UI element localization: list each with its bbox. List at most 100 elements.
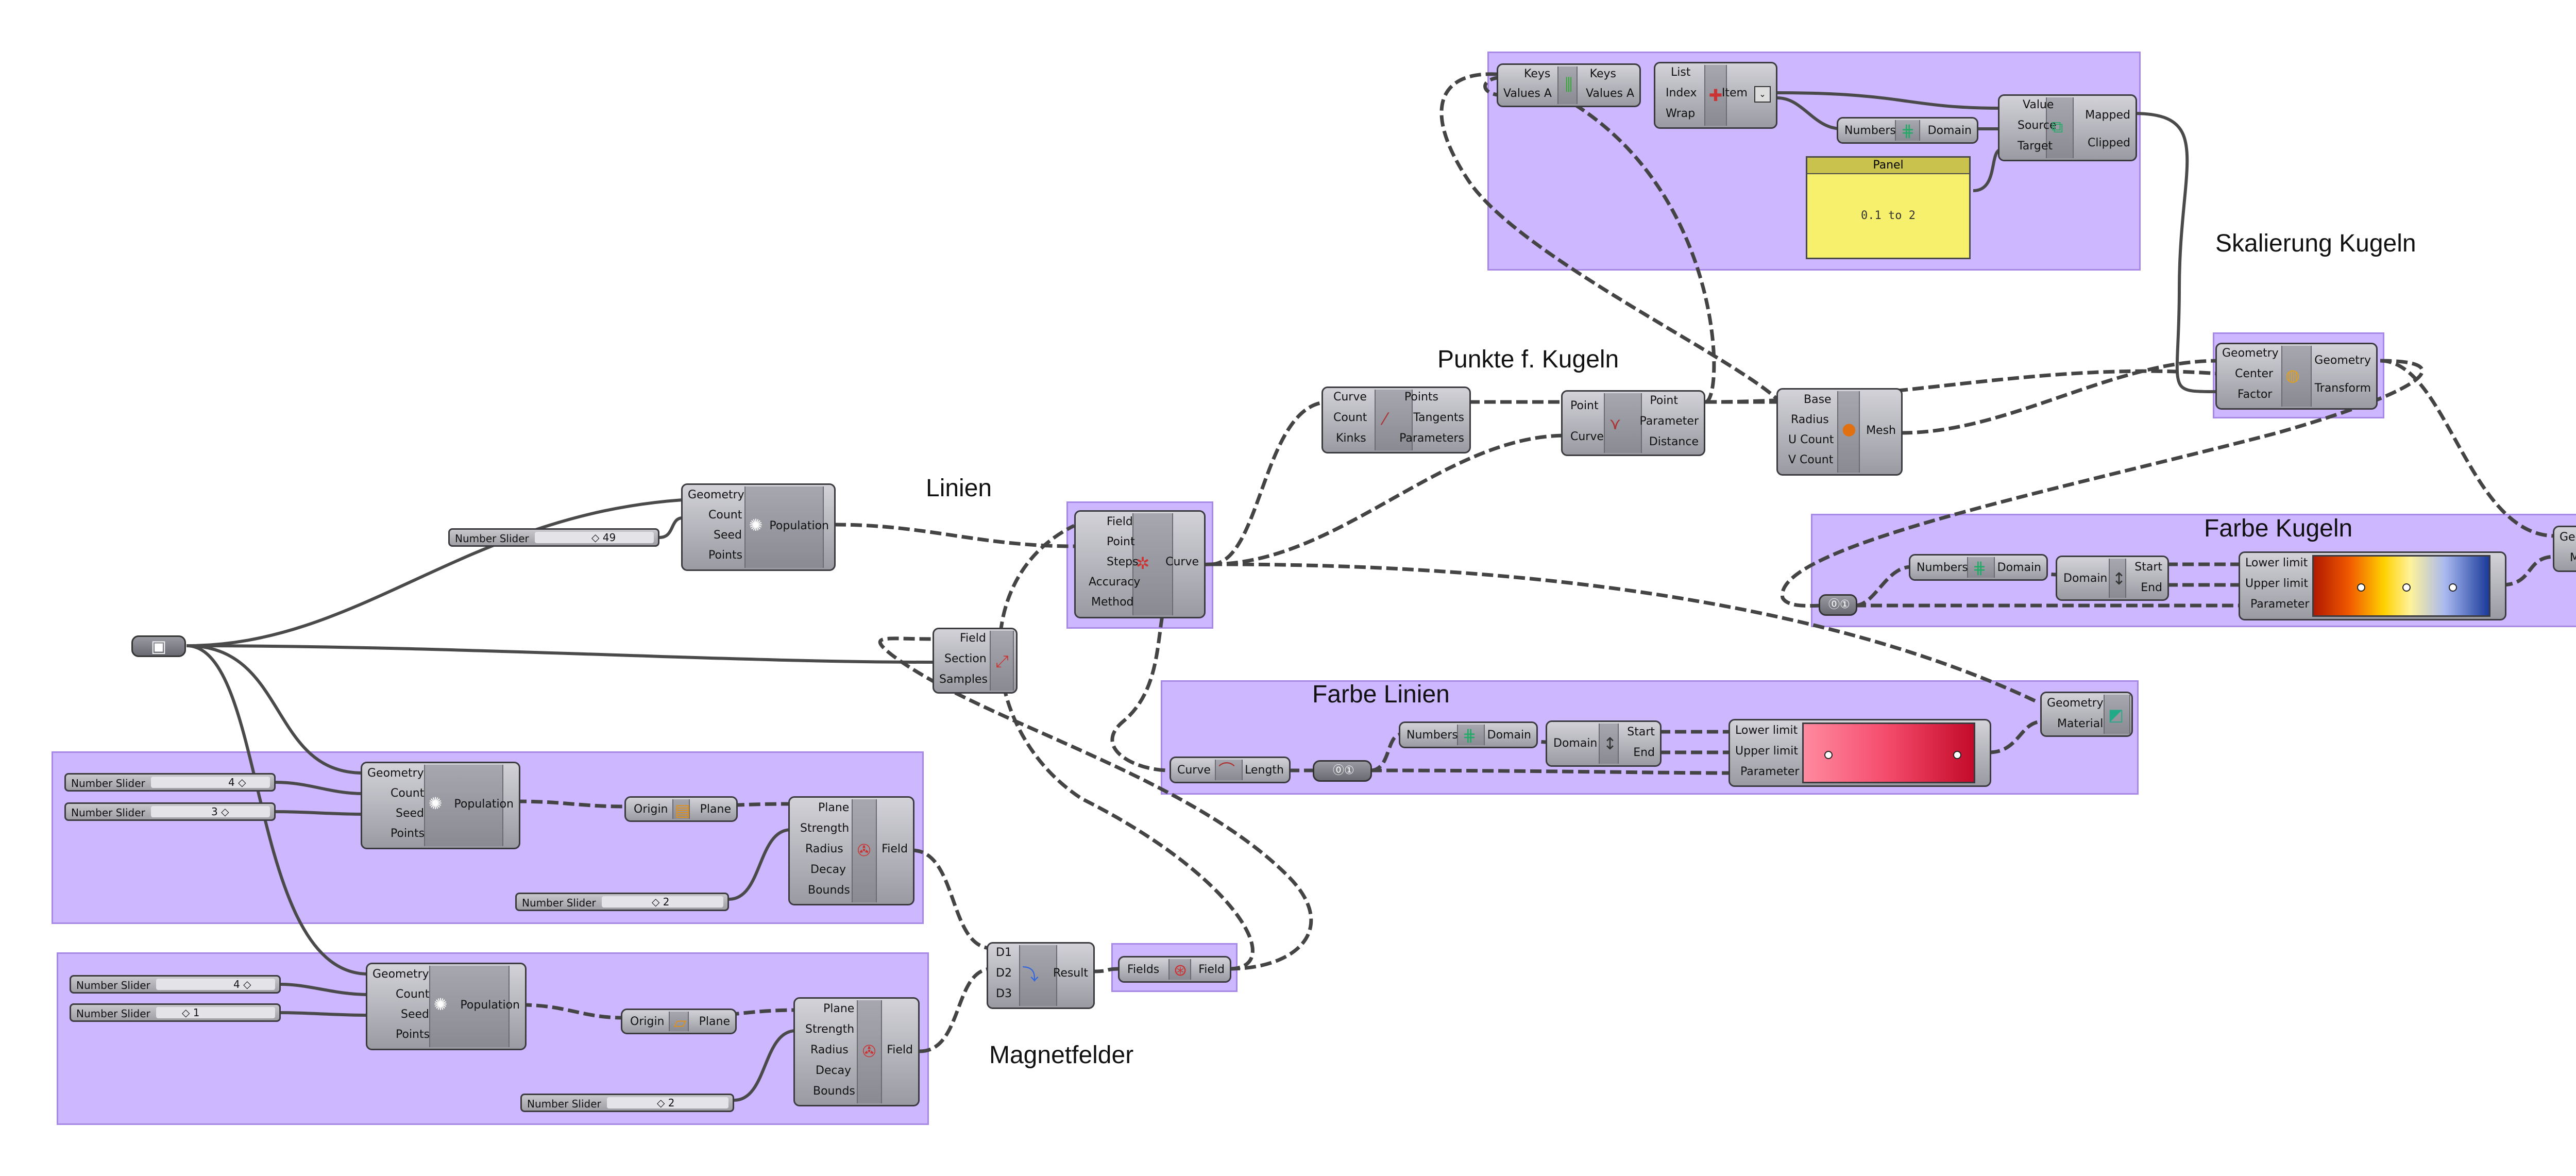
node-mesh-sphere[interactable]: Base Radius U Count V Count ● Mesh [1776,388,1903,476]
slider-top-count[interactable]: Number Slider ◇ 49 [448,528,659,547]
wire-dashed [685,802,791,809]
wire-dashed [997,524,1255,971]
node-keys-values[interactable]: Keys Values A ⫼ Keys Values A [1497,63,1641,107]
node-curve-closest-point[interactable]: Point Curve ⋎ Point Parameter Distance [1561,390,1705,456]
wire-dashed [2501,555,2556,587]
gradient-linien-ramp[interactable] [1802,723,1975,783]
node-list-item[interactable]: List Index Wrap ✚ Item ⌄ [1654,62,1777,129]
node-bounds-kugeln[interactable]: Numbers ⋕ Domain [1909,554,2048,581]
wire-dashed [1988,719,2043,754]
wire-solid [280,983,369,996]
wire-solid [186,498,683,647]
wire-solid [1973,148,2002,192]
heading-magnetfelder: Magnetfelder [989,1041,1134,1069]
wire-dashed [1092,967,1121,973]
slider-value: 3 ◇ [211,805,229,818]
node-deconstruct-domain-linien[interactable]: Domain ↕ Start End [1546,720,1662,767]
slider-g1-seed[interactable]: Number Slider 3 ◇ [64,802,276,821]
slider-g2-count[interactable]: Number Slider 4 ◇ [70,975,281,994]
brep-param-icon: ▣ [150,636,167,656]
slider-g2-seed[interactable]: Number Slider ◇ 1 [70,1003,281,1022]
node-divide-curve[interactable]: Curve Count Kinks ⁄ Points Tangents Para… [1321,387,1471,453]
node-scale[interactable]: Geometry Center Factor ◍ Geometry Transf… [2215,343,2378,410]
node-gradient-kugeln[interactable]: Lower limit Upper limit Parameter [2239,551,2506,620]
number-param-icon: ⓪① [1828,598,1850,611]
slider-value: ◇ 2 [652,896,670,908]
length-icon: ⌒ [1218,761,1235,780]
node-merge-fields[interactable]: Fields ⊛ Field [1118,956,1231,983]
deconstruct-domain-icon: ↕ [1603,734,1617,753]
node-point-charge-2[interactable]: Plane Strength Radius Decay Bounds ✇ Fie… [793,997,920,1106]
node-bounds-top[interactable]: Numbers ⋕ Domain [1837,117,1978,144]
slider-value: ◇ 2 [657,1097,675,1109]
node-length[interactable]: Curve ⌒ Length [1170,757,1291,783]
wire-dashed [1370,732,1402,772]
wire-dashed [1901,359,2218,435]
populate-geometry-icon: ✺ [428,794,443,813]
custom-preview-icon: ◩ [2108,705,2124,725]
node-bounds-linien[interactable]: Numbers ⋕ Domain [1399,721,1538,748]
panel[interactable]: Panel 0.1 to 2 [1806,156,1971,259]
field-line-icon: ✲ [1136,553,1150,573]
wire-dashed [1439,72,1782,404]
deconstruct-domain-icon: ↕ [2112,569,2126,589]
gradient-handle[interactable] [1824,751,1833,759]
heading-farbe-linien: Farbe Linien [1312,681,1450,708]
gradient-handle[interactable] [2402,583,2411,592]
mesh-sphere-icon: ● [1842,419,1856,439]
wire-dashed [515,799,628,809]
wire-dashed [878,636,1313,971]
direction-display-icon: ⤢ [995,651,1009,671]
wire-solid [659,516,683,539]
point-charge-icon: ✇ [857,841,871,860]
list-item-expand-icon[interactable]: ⌄ [1754,86,1771,103]
number-param-kugeln[interactable]: ⓪① [1819,594,1857,616]
node-direction-display[interactable]: Field Section Samples ⤢ [933,628,1018,694]
number-param-linien[interactable]: ⓪① [1313,760,1372,782]
gradient-handle[interactable] [2449,583,2457,592]
node-field-line[interactable]: Field Point Steps Accuracy Method ✲ Curv… [1074,510,1206,618]
node-merge[interactable]: D1 D2 D3 ⤵ Result [987,942,1095,1009]
heading-punkte: Punkte f. Kugeln [1437,346,1619,373]
node-xy-plane[interactable]: Origin ▱ Plane [621,1009,737,1034]
heading-skalierung: Skalierung Kugeln [2215,230,2416,257]
node-preview-kugeln[interactable]: Geometry Material ◩ [2553,526,2576,572]
brep-param[interactable]: ▣ [131,635,186,657]
gradient-kugeln-ramp[interactable] [2312,555,2490,617]
slider-g1-radius[interactable]: Number Slider ◇ 2 [515,893,729,911]
remap-icon: ⧉ [2051,117,2063,137]
wire-dashed [1370,768,1732,775]
gradient-handle[interactable] [1953,751,1961,759]
slider-g1-count[interactable]: Number Slider 4 ◇ [64,773,276,792]
xz-plane-icon: ▤ [674,800,691,820]
panel-title: Panel [1807,158,1969,174]
wire-dashed [2380,359,2556,538]
node-gradient-linien[interactable]: Lower limit Upper limit Parameter [1728,719,1991,787]
node-xz-plane[interactable]: Origin ▤ Plane [624,796,738,822]
wire-solid [280,1011,369,1017]
wire-dashed [1210,433,1567,566]
node-population-top[interactable]: Geometry Count Seed Points ✺ Population [681,483,836,571]
wire-dashed [1210,400,1330,566]
node-population-2[interactable]: Geometry Count Seed Points ✺ Population [366,963,527,1050]
merge-fields-icon: ⊛ [1173,960,1188,980]
node-population-1[interactable]: Geometry Count Seed Points ✺ Population [361,762,520,849]
slider-g2-radius[interactable]: Number Slider ◇ 2 [520,1094,734,1112]
panel-text[interactable]: 0.1 to 2 [1861,209,1916,222]
wire-dashed [834,523,1075,548]
list-item-icon: ✚ [1708,86,1723,105]
gradient-handle[interactable] [2357,583,2365,592]
wire-solid [1777,96,1842,130]
merge-icon: ⤵ [1022,965,1039,984]
slider-value: ◇ 1 [182,1006,200,1019]
node-deconstruct-domain-kugeln[interactable]: Domain ↕ Start End [2056,556,2169,601]
wire-solid [186,644,364,775]
wire-dashed [919,967,992,1053]
node-point-charge-1[interactable]: Plane Strength Radius Decay Bounds ✇ Fie… [788,796,914,905]
node-remap[interactable]: Value Source Target ⧉ Mapped Clipped [1998,94,2137,161]
xy-plane-icon: ▱ [673,1013,687,1032]
number-param-icon: ⓪① [1333,764,1354,777]
node-preview-linien[interactable]: Geometry Material ◩ [2040,692,2133,737]
